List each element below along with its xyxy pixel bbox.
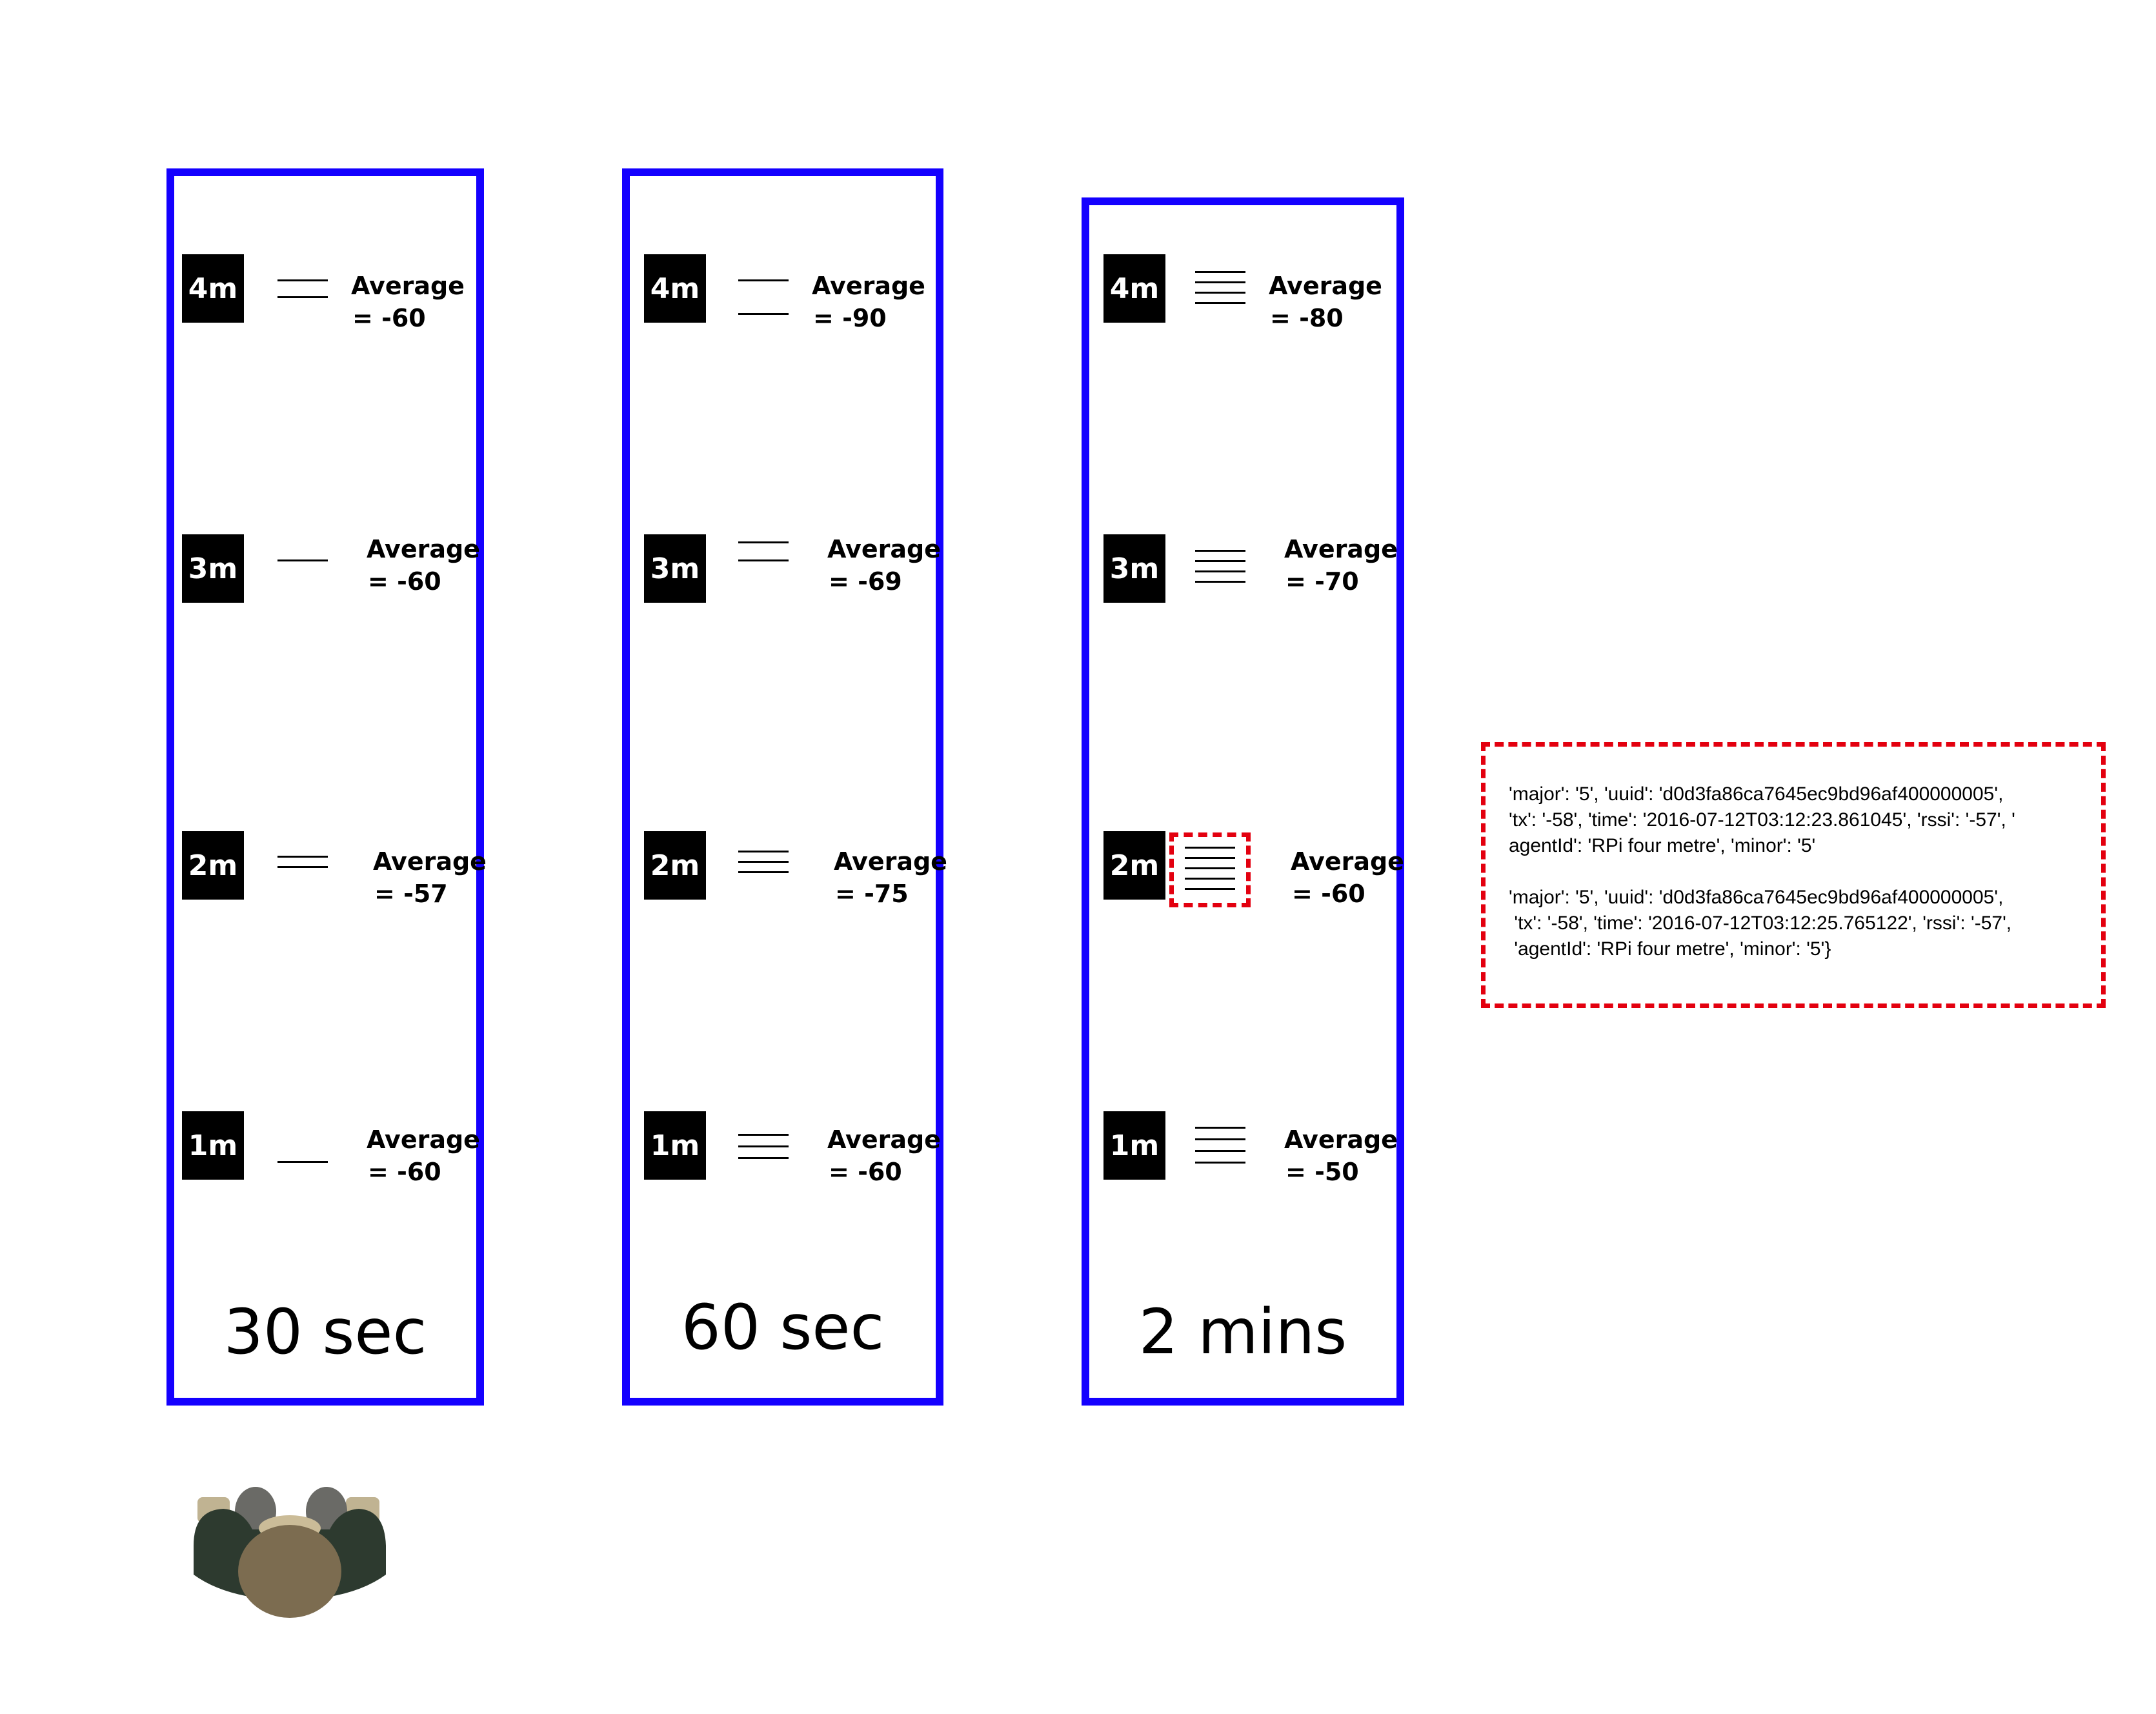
panel-30-sec: 4m Average= -60 3m Average= -60 2m Avera… [166,168,487,1406]
json-record-line: agentId': 'RPi four metre', 'minor': '5' [1509,835,1816,856]
average-reading: Average= -69 [827,535,941,596]
distance-badge-4m: 4m [1103,254,1165,323]
distance-badge-3m: 3m [644,534,706,603]
distance-badge-4m: 4m [644,254,706,323]
distance-badge-3m: 3m [1103,534,1165,603]
distance-badge-3m: 3m [182,534,244,603]
json-record-line: 'agentId': 'RPi four metre', 'minor': '5… [1509,938,1831,960]
distance-badge-2m: 2m [1103,831,1165,900]
distance-badge-2m: 2m [644,831,706,900]
distance-badge-1m: 1m [182,1111,244,1180]
average-reading: Average= -60 [827,1125,941,1186]
average-reading: Average= -80 [1269,272,1382,332]
average-reading: Average= -60 [1291,847,1404,908]
panel-title: 30 sec [223,1296,427,1368]
json-record-line: 'major': '5', 'uuid': 'd0d3fa86ca7645ec9… [1509,887,2004,908]
distance-badge-1m: 1m [644,1111,706,1180]
average-reading: Average= -75 [834,847,947,908]
json-record-line: 'tx': '-58', 'time': '2016-07-12T03:12:2… [1509,912,2012,934]
average-reading: Average= -57 [373,847,487,908]
highlight-box [1169,832,1251,907]
distance-badge-4m: 4m [182,254,244,323]
average-reading: Average= -70 [1284,535,1398,596]
json-sample-callout: 'major': '5', 'uuid': 'd0d3fa86ca7645ec9… [1481,742,2106,1008]
average-reading: Average= -60 [367,1125,480,1186]
panel-60-sec: 4m Average= -90 3m Average= -69 2m Avera… [622,168,947,1406]
distance-badge-2m: 2m [182,831,244,900]
average-reading: Average= -90 [812,272,925,332]
average-reading: Average= -60 [351,272,465,332]
person-top-view-icon [194,1487,386,1618]
json-record-line: 'major': '5', 'uuid': 'd0d3fa86ca7645ec9… [1509,783,2004,805]
distance-badge-1m: 1m [1103,1111,1165,1180]
panel-title: 60 sec [681,1291,885,1364]
json-record-line: 'tx': '-58', 'time': '2016-07-12T03:12:2… [1509,809,2015,831]
panel-2-mins: 4m Average= -80 3m Average= -70 2m Avera… [1082,197,1404,1406]
average-reading: Average= -60 [367,535,480,596]
average-reading: Average= -50 [1284,1125,1398,1186]
panel-title: 2 mins [1138,1296,1347,1368]
